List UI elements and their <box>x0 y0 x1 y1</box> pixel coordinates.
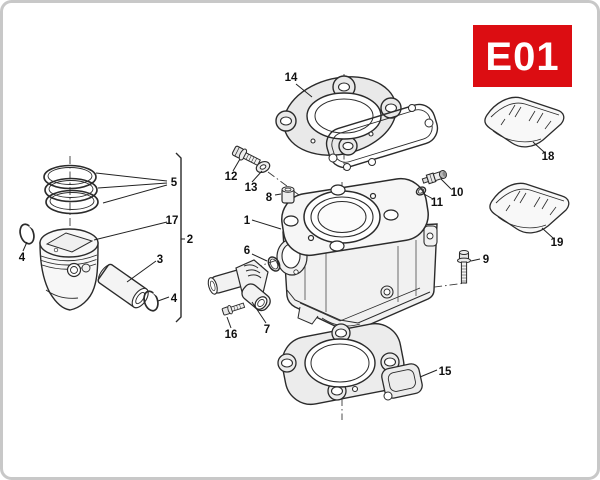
washer-13 <box>255 160 271 174</box>
badge-label: E01 <box>485 35 559 79</box>
callout-10: 10 <box>451 187 464 199</box>
reed-plate-19 <box>489 182 570 234</box>
bolt-16 <box>221 302 246 316</box>
cover-gasket-outline <box>325 103 439 171</box>
plate-code-badge: E01 <box>473 25 572 87</box>
cylinder <box>276 177 438 332</box>
reed-plate-18 <box>484 96 565 148</box>
callout-3: 3 <box>157 254 163 266</box>
bolt-9 <box>457 250 471 284</box>
callout-9: 9 <box>483 254 489 266</box>
callout-labels: 1 2 3 4 4 5 6 7 8 9 10 11 12 13 14 15 16… <box>19 72 564 378</box>
callout-4b: 4 <box>171 293 178 305</box>
callout-17: 17 <box>166 215 179 227</box>
callout-4a: 4 <box>19 252 26 264</box>
base-gasket <box>277 322 423 406</box>
callout-8: 8 <box>266 192 273 204</box>
dowel-pin <box>281 186 295 204</box>
head-gasket <box>275 75 402 156</box>
callout-2: 2 <box>187 234 193 246</box>
piston <box>39 228 99 311</box>
group-bracket <box>175 152 182 323</box>
badge-background <box>473 25 572 87</box>
callout-15: 15 <box>439 366 452 378</box>
water-pipe <box>207 259 271 312</box>
o-ring-11 <box>415 186 427 196</box>
callout-16: 16 <box>225 329 238 341</box>
callout-19: 19 <box>551 237 564 249</box>
sensor-fitting <box>421 170 448 185</box>
callout-18: 18 <box>542 151 555 163</box>
callout-11: 11 <box>431 197 444 209</box>
callout-13: 13 <box>245 182 258 194</box>
circlip-right <box>143 290 159 312</box>
callout-5: 5 <box>171 177 178 189</box>
circlip-left <box>19 223 35 245</box>
callout-1: 1 <box>244 215 251 227</box>
leader-lines <box>22 83 554 378</box>
bolt-12 <box>231 145 261 167</box>
o-ring-6 <box>267 256 281 272</box>
piston-rings <box>43 164 99 215</box>
callout-14: 14 <box>285 72 298 84</box>
callout-6: 6 <box>244 245 250 257</box>
callout-12: 12 <box>225 171 238 183</box>
callout-7: 7 <box>264 324 270 336</box>
